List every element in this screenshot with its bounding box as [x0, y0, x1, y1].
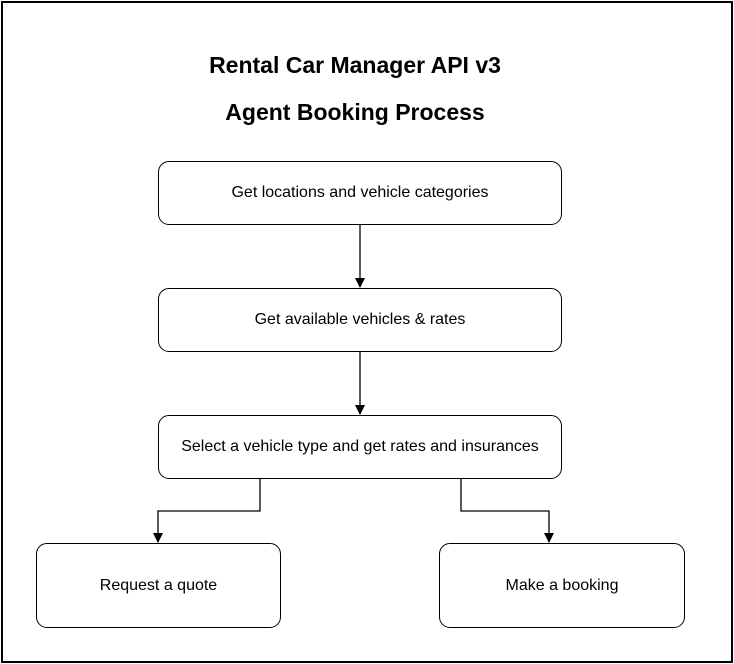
node-select-vehicle-type: Select a vehicle type and get rates and … [158, 415, 562, 479]
diagram-title: Rental Car Manager API v3 [209, 52, 501, 78]
node-get-locations-label: Get locations and vehicle categories [231, 184, 489, 201]
node-get-locations: Get locations and vehicle categories [158, 161, 562, 225]
node-request-quote: Request a quote [36, 543, 281, 628]
node-select-vehicle-type-label: Select a vehicle type and get rates and … [181, 438, 539, 455]
diagram-subtitle: Agent Booking Process [225, 99, 485, 125]
node-make-booking: Make a booking [439, 543, 685, 628]
node-get-available-vehicles-label: Get available vehicles & rates [254, 311, 466, 328]
node-request-quote-label: Request a quote [99, 576, 218, 594]
node-make-booking-label: Make a booking [505, 576, 619, 594]
node-get-available-vehicles: Get available vehicles & rates [158, 288, 562, 352]
